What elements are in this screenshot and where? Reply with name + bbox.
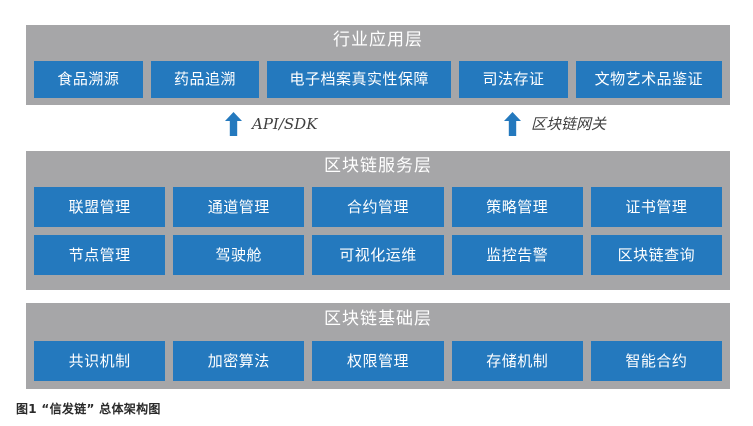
base-item-permission-management[interactable]: 权限管理 [312, 341, 444, 381]
layer-base-items: 共识机制 加密算法 权限管理 存储机制 智能合约 [34, 341, 723, 381]
connector-band: API/SDK 区块链网关 [0, 108, 753, 148]
app-item-judicial-deposit[interactable]: 司法存证 [459, 61, 568, 98]
base-item-smart-contract[interactable]: 智能合约 [590, 341, 723, 381]
layer-service-row-2: 节点管理 驾驶舱 可视化运维 监控告警 区块链查询 [34, 235, 723, 275]
app-item-food-traceability[interactable]: 食品溯源 [34, 61, 143, 98]
connector-api-sdk: API/SDK [225, 112, 317, 136]
figure-caption: 图1 “信发链” 总体架构图 [16, 402, 161, 416]
connector-api-sdk-label: API/SDK [252, 114, 318, 133]
base-item-encryption-algorithm[interactable]: 加密算法 [173, 341, 305, 381]
connector-blockchain-gateway: 区块链网关 [504, 112, 606, 136]
service-item-policy-management[interactable]: 策略管理 [451, 187, 583, 227]
up-arrow-icon [225, 112, 242, 136]
service-item-node-management[interactable]: 节点管理 [34, 235, 166, 275]
layer-application-items: 食品溯源 药品追溯 电子档案真实性保障 司法存证 文物艺术品鉴证 [34, 61, 722, 98]
connector-blockchain-gateway-label: 区块链网关 [531, 114, 607, 133]
layer-service: 区块链服务层 联盟管理 通道管理 合约管理 策略管理 证书管理 节点管理 驾驶舱… [26, 151, 730, 290]
app-item-drug-traceability[interactable]: 药品追溯 [150, 61, 260, 98]
service-item-visual-operations[interactable]: 可视化运维 [312, 235, 444, 275]
service-item-certificate-management[interactable]: 证书管理 [590, 187, 723, 227]
service-item-channel-management[interactable]: 通道管理 [173, 187, 305, 227]
app-item-artwork-appraisal[interactable]: 文物艺术品鉴证 [575, 61, 722, 98]
service-item-cockpit[interactable]: 驾驶舱 [173, 235, 305, 275]
layer-service-title: 区块链服务层 [324, 156, 432, 176]
service-item-contract-management[interactable]: 合约管理 [312, 187, 444, 227]
layer-application-title: 行业应用层 [333, 30, 423, 50]
layer-application: 行业应用层 食品溯源 药品追溯 电子档案真实性保障 司法存证 文物艺术品鉴证 [26, 25, 730, 105]
layer-base-title: 区块链基础层 [324, 309, 432, 329]
app-item-earchive-authenticity[interactable]: 电子档案真实性保障 [267, 61, 452, 98]
layer-base: 区块链基础层 共识机制 加密算法 权限管理 存储机制 智能合约 [26, 303, 730, 389]
service-item-alliance-management[interactable]: 联盟管理 [34, 187, 166, 227]
layer-service-row-1: 联盟管理 通道管理 合约管理 策略管理 证书管理 [34, 187, 723, 227]
base-item-storage-mechanism[interactable]: 存储机制 [451, 341, 583, 381]
base-item-consensus-mechanism[interactable]: 共识机制 [34, 341, 166, 381]
up-arrow-icon [504, 112, 521, 136]
service-item-blockchain-query[interactable]: 区块链查询 [590, 235, 723, 275]
service-item-monitoring-alarm[interactable]: 监控告警 [451, 235, 583, 275]
